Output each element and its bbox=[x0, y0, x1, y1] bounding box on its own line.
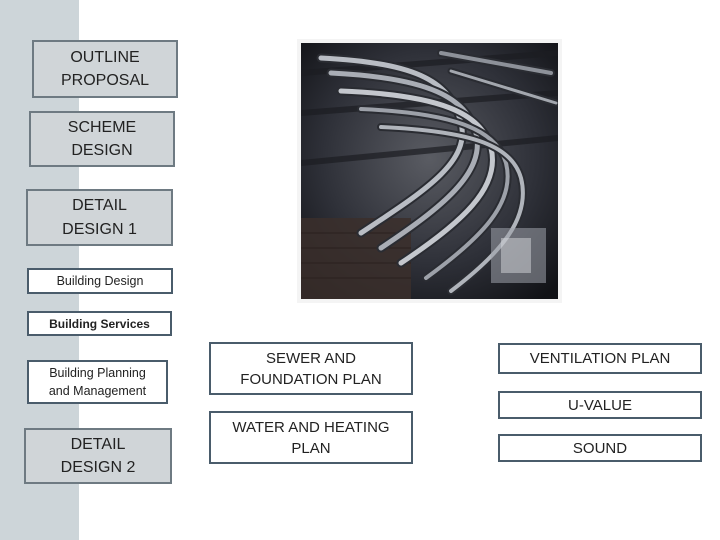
detail-design-2-box: DETAIL DESIGN 2 bbox=[24, 428, 172, 484]
building-services-label: Building Services bbox=[49, 317, 150, 331]
ceiling-pipes-image bbox=[301, 43, 558, 299]
detail-design-1-label: DETAIL DESIGN 1 bbox=[62, 194, 137, 240]
building-design-box: Building Design bbox=[27, 268, 173, 294]
building-planning-label: Building Planning and Management bbox=[49, 364, 146, 400]
outline-proposal-label: OUTLINE PROPOSAL bbox=[61, 46, 149, 92]
water-heating-label: WATER AND HEATING PLAN bbox=[232, 417, 389, 459]
building-design-label: Building Design bbox=[57, 272, 144, 290]
building-planning-box: Building Planning and Management bbox=[27, 360, 168, 404]
ceiling-pipes-photo bbox=[297, 39, 562, 303]
sewer-foundation-box: SEWER AND FOUNDATION PLAN bbox=[209, 342, 413, 395]
sewer-foundation-label: SEWER AND FOUNDATION PLAN bbox=[240, 348, 381, 390]
u-value-box: U-VALUE bbox=[498, 391, 702, 419]
ventilation-box: VENTILATION PLAN bbox=[498, 343, 702, 374]
water-heating-box: WATER AND HEATING PLAN bbox=[209, 411, 413, 464]
scheme-design-box: SCHEME DESIGN bbox=[29, 111, 175, 167]
outline-proposal-box: OUTLINE PROPOSAL bbox=[32, 40, 178, 98]
detail-design-2-label: DETAIL DESIGN 2 bbox=[61, 433, 136, 479]
building-services-box: Building Services bbox=[27, 311, 172, 336]
u-value-label: U-VALUE bbox=[568, 395, 632, 416]
sound-box: SOUND bbox=[498, 434, 702, 462]
scheme-design-label: SCHEME DESIGN bbox=[68, 116, 136, 162]
detail-design-1-box: DETAIL DESIGN 1 bbox=[26, 189, 173, 246]
sound-label: SOUND bbox=[573, 438, 627, 459]
ventilation-label: VENTILATION PLAN bbox=[530, 348, 671, 369]
